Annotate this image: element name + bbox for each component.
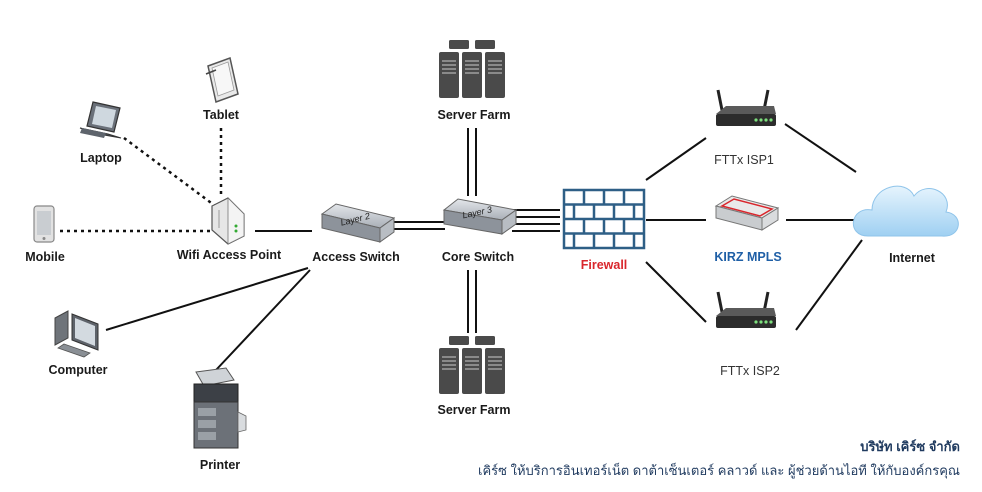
mpls-label: KIRZ MPLS — [714, 250, 782, 264]
laptop-icon — [79, 101, 122, 139]
company-name: บริษัท เคิร์ซ จำกัด — [860, 439, 960, 454]
isp1-router-icon — [714, 88, 778, 128]
server-farm-top-label: Server Farm — [437, 108, 511, 122]
access-switch-label: Access Switch — [312, 250, 400, 264]
link-firewall-isp2 — [645, 261, 707, 323]
core-switch-icon: Layer 3 — [442, 198, 518, 235]
mobile-icon — [33, 205, 55, 243]
tablet-label: Tablet — [203, 108, 239, 122]
mpls-device-icon — [714, 195, 780, 231]
access-switch-icon: Layer 2 — [320, 203, 396, 243]
computer-label: Computer — [48, 363, 108, 377]
link-access-printer — [215, 269, 311, 371]
link-isp2-internet — [795, 239, 863, 331]
firewall-label: Firewall — [580, 258, 628, 272]
link-access-computer — [105, 267, 309, 331]
computer-icon — [54, 310, 99, 358]
server-farm-top-icon — [439, 40, 505, 98]
link-isp1-internet — [784, 123, 857, 173]
server-farm-bottom-icon — [439, 336, 505, 394]
printer-icon — [193, 367, 247, 449]
link-firewall-isp1 — [645, 137, 707, 181]
isp2-router-icon — [714, 290, 778, 330]
laptop-label: Laptop — [80, 151, 122, 165]
firewall-icon — [562, 188, 646, 250]
wifi-access-point-icon — [211, 197, 245, 245]
wifi-access-point-label: Wifi Access Point — [176, 248, 282, 262]
company-tagline: เคิร์ซ ให้บริการอินเทอร์เน็ต ดาต้าเซ็นเต… — [478, 463, 960, 478]
tablet-icon — [205, 57, 239, 103]
printer-label: Printer — [199, 458, 241, 472]
internet-cloud-icon — [852, 185, 959, 237]
isp2-label: FTTx ISP2 — [720, 364, 780, 378]
internet-label: Internet — [889, 251, 935, 265]
isp1-label: FTTx ISP1 — [714, 153, 774, 167]
link-laptop-ap — [123, 136, 215, 207]
core-switch-label: Core Switch — [441, 250, 515, 264]
connections — [60, 123, 863, 371]
server-farm-bottom-label: Server Farm — [437, 403, 511, 417]
mobile-label: Mobile — [25, 250, 65, 264]
